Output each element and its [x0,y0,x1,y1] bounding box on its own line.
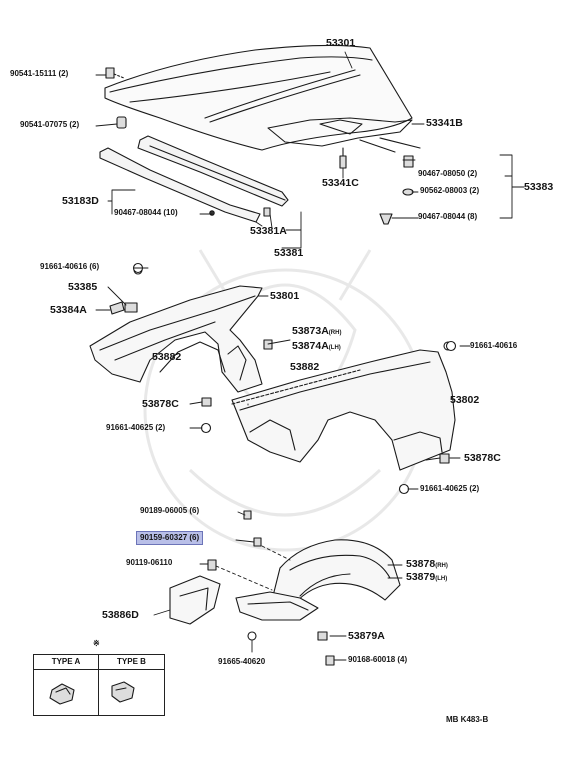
part-label-53873A-side: (RH) [328,330,342,336]
part-label-53341B[interactable]: 53341B [426,117,463,129]
type-a-clip-icon [49,683,75,705]
part-label-53183D[interactable]: 53183D [62,195,99,207]
part-label-53383[interactable]: 53383 [524,181,554,193]
part-label-53341C[interactable]: 53341C [322,177,359,189]
part-label-53874A-side: (LH) [328,345,341,351]
part-label-90189-06005[interactable]: 90189-06005 (6) [140,506,200,515]
part-label-91661-40625-left[interactable]: 91661-40625 (2) [106,423,166,432]
part-label-53878[interactable]: 53878(RH) [406,559,448,570]
bolt-91661-40625-right [398,483,410,495]
lower-fasteners [207,510,335,666]
type-table-marker: ※ [93,639,100,648]
part-label-91661-40625-right[interactable]: 91661-40625 (2) [420,484,480,493]
part-label-53873A[interactable]: 53873A(RH) [292,326,341,337]
part-label-53801[interactable]: 53801 [270,290,300,302]
fender-liner-53878 [271,539,401,611]
part-label-90541-07075[interactable]: 90541-07075 (2) [20,120,80,129]
part-label-91661-40616[interactable]: 91661-40616 [470,341,518,350]
part-label-91665-40620[interactable]: 91665-40620 [218,657,266,666]
part-label-53802[interactable]: 53802 [450,394,480,406]
hood-bumpers [105,67,347,169]
hinge-hardware-stack [379,155,414,225]
part-label-90541-15111[interactable]: 90541-15111 (2) [10,69,69,78]
part-label-53874A[interactable]: 53874A(LH) [292,341,341,352]
part-label-53882-left[interactable]: 53882 [152,351,182,363]
type-a-header: TYPE A [34,655,98,670]
part-label-90467-08044-10[interactable]: 90467-08044 (10) [114,208,178,217]
part-label-90562-08003[interactable]: 90562-08003 (2) [420,186,480,195]
bolt-91661-40625-left [200,422,212,434]
part-label-53878C-left[interactable]: 53878C [142,398,179,410]
hood-hinge-53341B [267,117,421,153]
under-cover-53879A [235,591,319,621]
part-label-53301[interactable]: 53301 [326,37,356,49]
part-label-53886D[interactable]: 53886D [102,609,139,621]
part-label-53878-side: (RH) [435,563,448,569]
bolt-53878C-left [201,397,212,407]
splash-shield-53886D [169,575,221,625]
part-label-53878C-right[interactable]: 53878C [464,452,501,464]
part-label-91661-40616-6[interactable]: 91661-40616 (6) [40,262,100,271]
bolt-91661-40616 [445,340,457,352]
part-label-53879-side: (LH) [435,576,448,582]
part-label-53384A[interactable]: 53384A [50,304,87,316]
hood-seal-strips [99,135,289,223]
part-label-53879[interactable]: 53879(LH) [406,572,447,583]
type-table: TYPE A TYPE B [33,654,165,716]
part-label-53874A-text: 53874A [292,340,329,352]
hood-panel [104,44,413,151]
part-label-53385[interactable]: 53385 [68,281,98,293]
part-label-90467-08050[interactable]: 90467-08050 (2) [418,169,478,178]
type-b-header: TYPE B [99,655,164,670]
part-label-53381[interactable]: 53381 [274,247,304,259]
left-fender-53801 [89,265,263,393]
part-label-53381A[interactable]: 53381A [250,225,287,237]
figure-code: MB K483-B [446,715,489,724]
clip-53873A [263,339,273,350]
part-label-90159-60327-highlighted[interactable]: 90159-60327 (6) [136,531,204,545]
part-label-53879A[interactable]: 53879A [348,630,385,642]
type-table-divider [98,655,99,715]
part-label-53879-text: 53879 [406,571,436,583]
part-label-53873A-text: 53873A [292,325,329,337]
part-label-53878-text: 53878 [406,558,436,570]
part-label-90467-08044-8[interactable]: 90467-08044 (8) [418,212,478,221]
type-b-clip-icon [111,681,135,703]
leader-lines [95,51,525,661]
part-label-53882-right[interactable]: 53882 [290,361,320,373]
part-label-90168-60018[interactable]: 90168-60018 (4) [348,655,408,664]
part-label-90119-06110[interactable]: 90119-06110 [126,558,173,567]
